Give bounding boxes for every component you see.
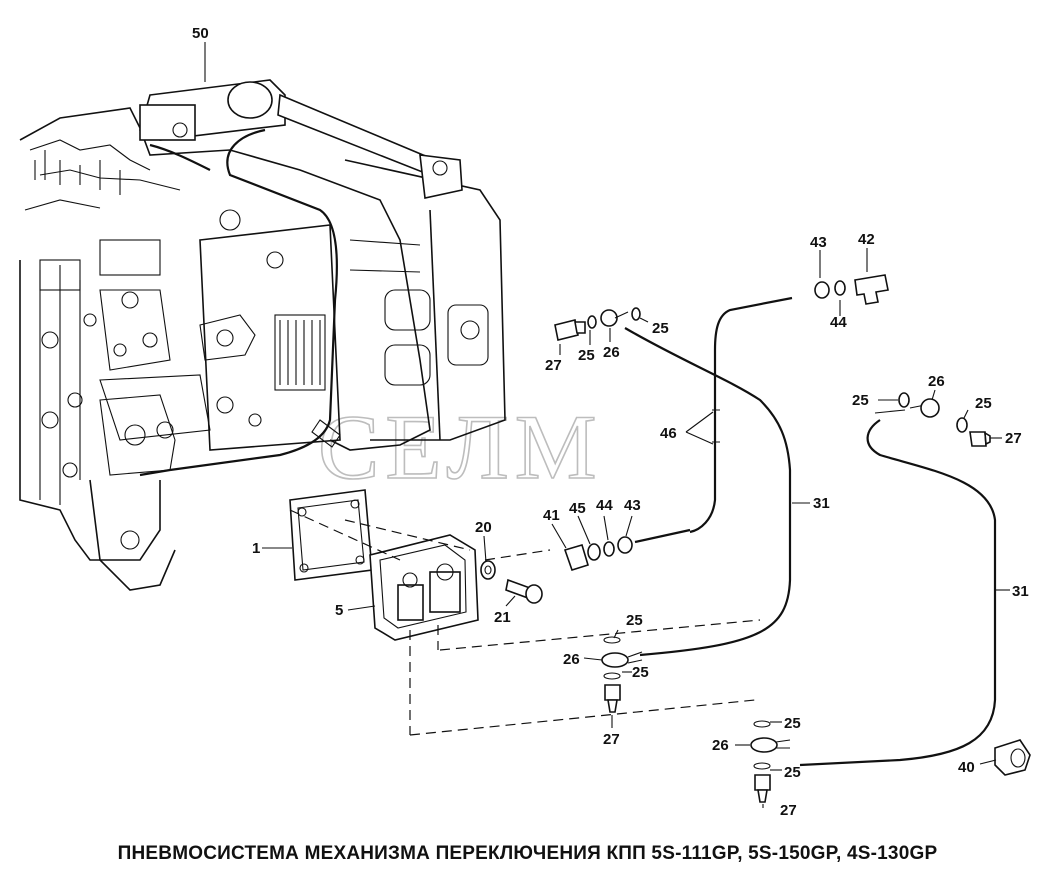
callout-21: 21 [494, 609, 511, 626]
callout-43: 43 [624, 497, 641, 514]
callout-25: 25 [784, 715, 801, 732]
fittings-right [898, 392, 991, 447]
callout-27: 27 [780, 802, 797, 819]
fittings-20-21 [480, 560, 543, 604]
valve-block-5 [369, 534, 479, 641]
callout-41: 41 [543, 507, 560, 524]
tubes [624, 296, 997, 767]
fittings-top-left [554, 307, 641, 341]
projection-lines [289, 509, 761, 736]
callout-26: 26 [603, 344, 620, 361]
callout-44: 44 [830, 314, 847, 331]
callout-27: 27 [1005, 430, 1022, 447]
fittings-bottom-middle [601, 636, 643, 713]
callout-20: 20 [475, 519, 492, 536]
callout-25: 25 [652, 320, 669, 337]
callout-25: 25 [852, 392, 869, 409]
callout-40: 40 [958, 759, 975, 776]
callout-26: 26 [928, 373, 945, 390]
callout-31: 31 [1012, 583, 1029, 600]
diagram-caption: ПНЕВМОСИСТЕМА МЕХАНИЗМА ПЕРЕКЛЮЧЕНИЯ КПП… [117, 843, 938, 864]
shift-cylinder-50 [139, 79, 463, 477]
callout-44: 44 [596, 497, 613, 514]
fittings-top-right [814, 274, 889, 305]
fittings-bottom-right [750, 720, 791, 803]
gasket-1 [289, 489, 373, 581]
callout-25: 25 [626, 612, 643, 629]
clip-40 [994, 739, 1031, 776]
leader-lines [204, 42, 1010, 808]
callout-26: 26 [563, 651, 580, 668]
callout-25: 25 [632, 664, 649, 681]
callout-50: 50 [192, 25, 209, 42]
callouts: 50 43 42 44 27 25 26 25 46 25 26 25 27 3… [192, 25, 1029, 819]
callout-25: 25 [975, 395, 992, 412]
callout-27: 27 [603, 731, 620, 748]
callout-25: 25 [578, 347, 595, 364]
callout-1: 1 [252, 540, 260, 557]
callout-46: 46 [660, 425, 677, 442]
callout-45: 45 [569, 500, 586, 517]
callout-26: 26 [712, 737, 729, 754]
callout-25: 25 [784, 764, 801, 781]
fittings-41-45-44-43 [563, 528, 691, 571]
callout-42: 42 [858, 231, 875, 248]
callout-27: 27 [545, 357, 562, 374]
watermark: СЕЛМ [318, 396, 603, 498]
callout-5: 5 [335, 602, 343, 619]
callout-43: 43 [810, 234, 827, 251]
callout-31: 31 [813, 495, 830, 512]
